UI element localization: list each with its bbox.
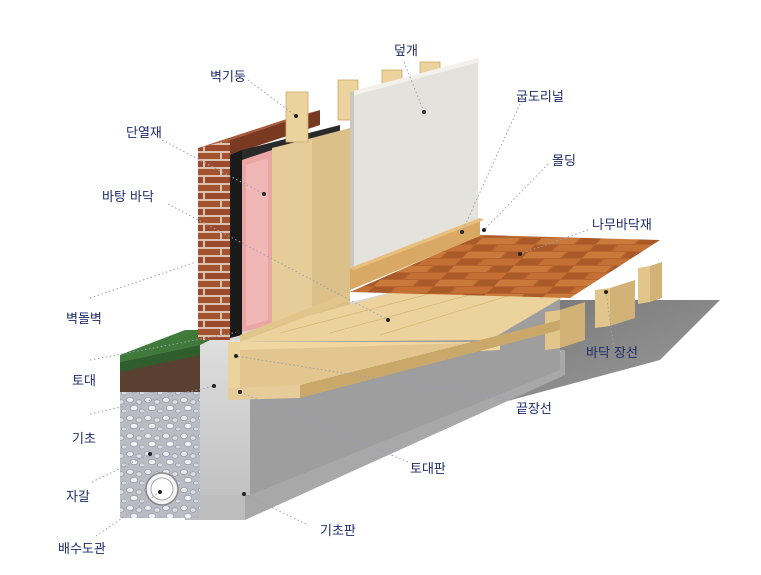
- label-insulation: 단열재: [126, 126, 162, 141]
- leader-footing: [243, 493, 307, 525]
- leader-lines: [89, 61, 615, 537]
- leader-cover-board: [403, 61, 425, 113]
- label-molding: 몰딩: [552, 154, 576, 169]
- label-brick-wall: 벽돌벽: [66, 312, 102, 327]
- leader-drain-pipe: [95, 491, 161, 537]
- label-sill-plate: 토대판: [410, 462, 446, 477]
- label-footing: 기초판: [320, 524, 356, 539]
- label-end-joist: 끝장선: [516, 402, 552, 417]
- leader-brick-wall: [89, 261, 197, 299]
- wood-flooring: [350, 235, 660, 298]
- label-drain-pipe: 배수도관: [58, 542, 106, 557]
- leader-gravel: [91, 453, 151, 483]
- label-baseboard: 굽도리널: [516, 90, 564, 105]
- cover-board: [350, 58, 480, 282]
- leader-sill: [89, 331, 239, 361]
- label-gravel: 자갈: [66, 490, 90, 505]
- leader-insulation: [161, 139, 265, 195]
- label-cover-board: 덮개: [394, 44, 418, 59]
- leader-wood-flooring: [519, 229, 589, 255]
- label-sill: 토대: [72, 374, 96, 389]
- insulation: [242, 150, 272, 332]
- label-floor-joist: 바닥 장선: [586, 346, 638, 361]
- label-wood-flooring: 나무바닥재: [592, 218, 652, 233]
- wall-studs: [272, 61, 441, 328]
- baseboard: [350, 218, 484, 290]
- label-wall-stud: 벽기둥: [210, 70, 246, 85]
- label-subfloor: 바탕 바닥: [102, 190, 154, 205]
- label-foundation: 기초: [72, 432, 96, 447]
- drain-pipe: [145, 472, 179, 506]
- gravel: [120, 385, 200, 518]
- leader-molding: [483, 163, 549, 231]
- leader-floor-joist: [605, 291, 615, 349]
- leader-end-joist: [235, 355, 513, 401]
- sill-plate: [228, 320, 560, 400]
- leader-dots: [148, 110, 608, 496]
- leader-baseboard: [461, 103, 521, 233]
- leader-subfloor: [167, 203, 389, 321]
- floor-joists: [545, 262, 662, 350]
- leader-foundation: [89, 385, 215, 415]
